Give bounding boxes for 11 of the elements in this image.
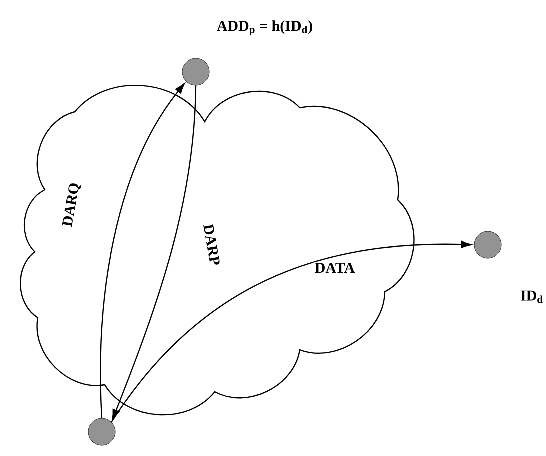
edge-label: DARQ [60, 181, 84, 229]
node-label: ADD$_{p}$ = h(ID$_{d}$) [217, 20, 312, 36]
network-node [474, 231, 502, 259]
edge-label: DATA [314, 262, 356, 274]
node-label: ID$_{d}$ [521, 290, 543, 304]
network-node [88, 418, 116, 446]
arrow [100, 83, 186, 418]
edge-label: DARP [202, 222, 222, 268]
arrow [111, 241, 472, 423]
network-node [182, 58, 210, 86]
arrow [112, 86, 197, 420]
